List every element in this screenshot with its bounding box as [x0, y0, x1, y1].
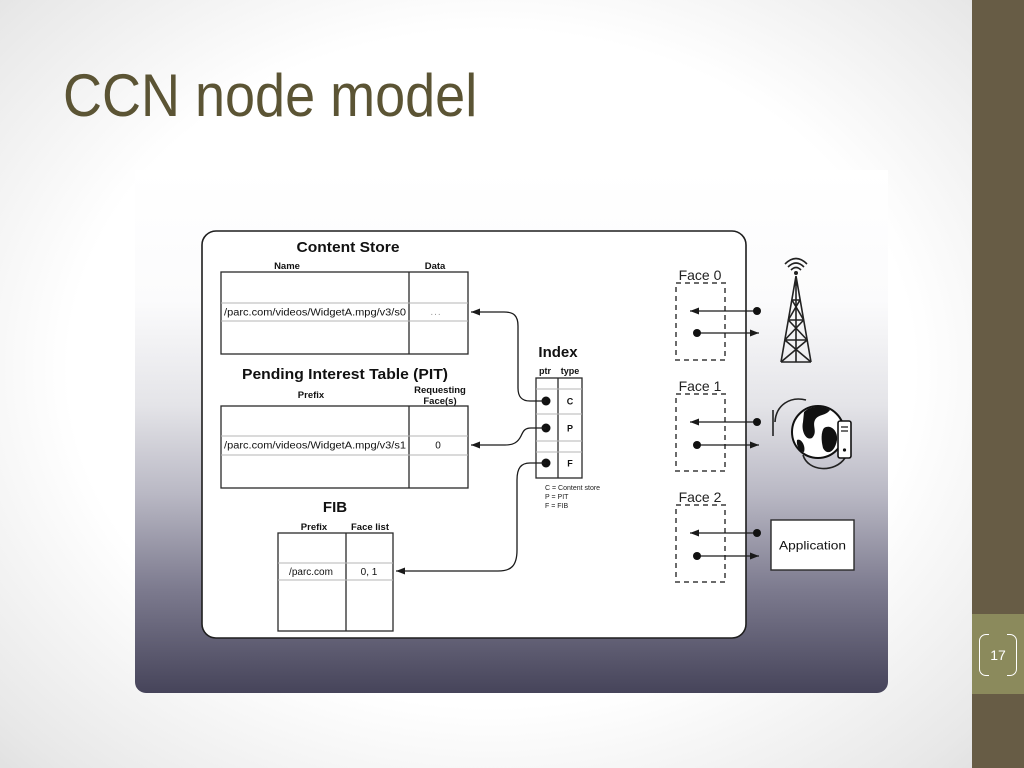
pointer-link-fib	[396, 462, 546, 575]
ccn-node-diagram: Content Store Name Data /parc.com/videos…	[201, 230, 855, 639]
fib-title: FIB	[323, 499, 347, 516]
page-number: 17	[990, 647, 1006, 663]
content-store-table	[220, 271, 469, 355]
application-box: Application	[770, 519, 855, 571]
pit-table	[220, 405, 469, 489]
content-store-row-name: /parc.com/videos/WidgetA.mpg/v3/s0	[224, 308, 406, 319]
pit-header-requesting: Requesting	[414, 385, 466, 396]
page-number-box: 17	[972, 614, 1024, 694]
index-legend-c: C = Content store	[545, 485, 600, 492]
face-0-label: Face 0	[679, 267, 722, 283]
fib-header-face-list: Face list	[351, 522, 390, 533]
fib-row-faces: 0, 1	[361, 567, 378, 578]
index-header-ptr: ptr	[539, 366, 551, 376]
index-type-c: C	[567, 397, 574, 407]
pit-title: Pending Interest Table (PIT)	[242, 366, 448, 383]
index-title: Index	[538, 344, 578, 361]
pointer-link-content-store	[471, 308, 546, 402]
application-label: Application	[779, 539, 846, 553]
radio-tower-icon	[780, 257, 812, 363]
arrow-dot	[693, 329, 701, 337]
pit-header-faces: Face(s)	[423, 396, 456, 407]
pit-row-faces: 0	[435, 441, 441, 452]
index-type-f: F	[567, 459, 573, 469]
page-number-bracket-left	[979, 634, 989, 676]
arrow-dot	[693, 552, 701, 560]
pit-header-prefix: Prefix	[298, 390, 325, 401]
pointer-link-pit	[471, 427, 546, 449]
index-type-p: P	[567, 424, 573, 434]
pending-interest-table: Pending Interest Table (PIT) Prefix Requ…	[220, 366, 469, 489]
globe-network-icon	[772, 398, 852, 470]
page-number-frame: 17	[979, 634, 1017, 677]
fib-table	[277, 532, 394, 632]
arrow-dot	[693, 441, 701, 449]
content-store-row-data: ...	[430, 307, 441, 318]
fib-row-prefix: /parc.com	[289, 567, 333, 578]
face-2: Face 2	[675, 489, 761, 583]
arrow-dot	[753, 307, 761, 315]
arrow-dot	[753, 418, 761, 426]
face-1: Face 1	[675, 378, 761, 472]
index-header-type: type	[561, 366, 580, 376]
content-store-header-name: Name	[274, 261, 300, 272]
fib-header-prefix: Prefix	[301, 522, 328, 533]
diagram-panel: Content Store Name Data /parc.com/videos…	[135, 170, 888, 693]
fib: FIB Prefix Face list /parc.com 0, 1	[277, 499, 394, 632]
index-legend-p: P = PIT	[545, 494, 569, 501]
face-2-label: Face 2	[679, 489, 722, 505]
slide-title: CCN node model	[63, 62, 478, 129]
arrow-dot	[753, 529, 761, 537]
content-store: Content Store Name Data /parc.com/videos…	[220, 239, 469, 355]
face-1-label: Face 1	[679, 378, 722, 394]
index-legend-f: F = FIB	[545, 503, 568, 510]
content-store-title: Content Store	[297, 239, 400, 256]
content-store-header-data: Data	[425, 261, 446, 272]
pit-row-prefix: /parc.com/videos/WidgetA.mpg/v3/s1	[224, 441, 406, 452]
page-number-bracket-right	[1007, 634, 1017, 676]
face-0: Face 0	[675, 267, 761, 361]
